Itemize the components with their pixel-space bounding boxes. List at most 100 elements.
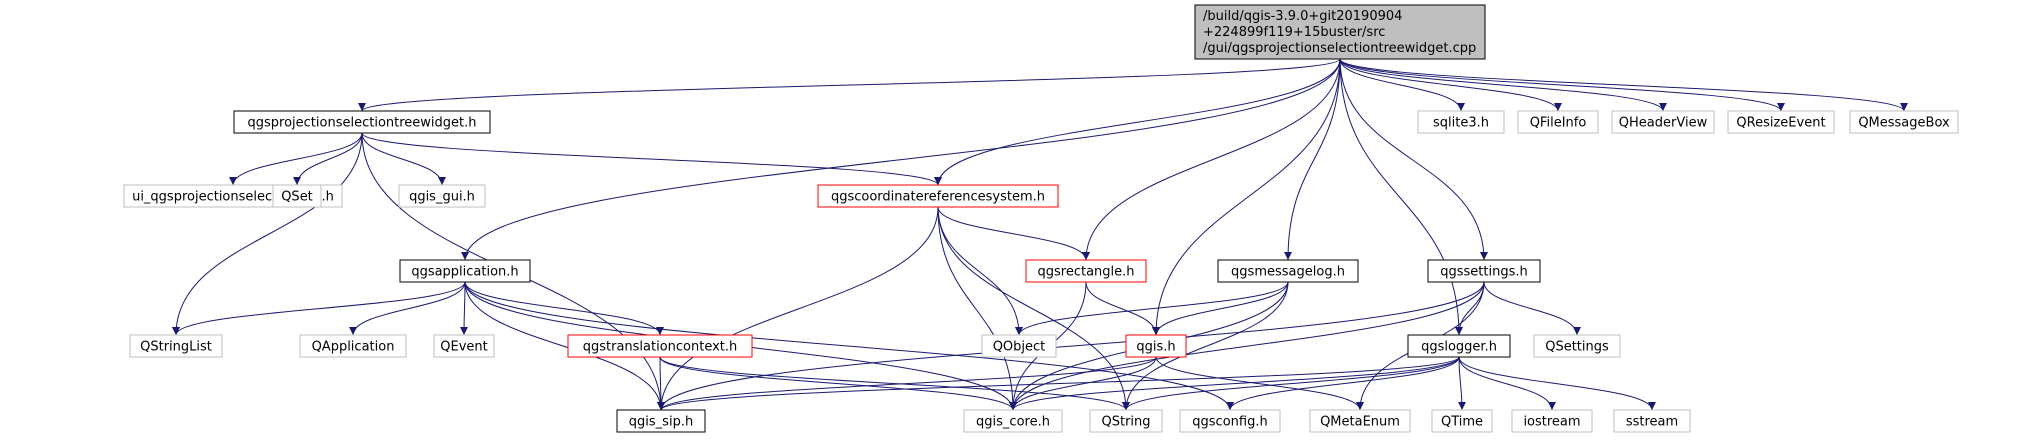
node-treewidget-h[interactable]: qgsprojectionselectiontreewidget.h bbox=[233, 110, 491, 134]
edge-qgslogger-h-to-sstream bbox=[1458, 356, 1656, 411]
node-qgssettings-h[interactable]: qgssettings.h bbox=[1427, 259, 1541, 283]
edge-qgis-h-to-qgis-sip-h bbox=[657, 356, 1157, 411]
node-qstringlist[interactable]: QStringList bbox=[129, 334, 223, 358]
node-label: qgis_sip.h bbox=[629, 415, 693, 430]
node-box bbox=[398, 184, 486, 208]
edge-qgsapplication-h-to-qapplication bbox=[349, 281, 466, 336]
node-qfileinfo[interactable]: QFileInfo bbox=[1517, 110, 1599, 134]
node-qgsapplication-h[interactable]: qgsapplication.h bbox=[399, 259, 531, 283]
node-box bbox=[129, 334, 223, 358]
node-label: QApplication bbox=[312, 340, 395, 355]
edge-root-to-qgslogger-h bbox=[1339, 58, 1463, 336]
edge-root-to-qfileinfo bbox=[1339, 58, 1562, 112]
node-qgis-h[interactable]: qgis.h bbox=[1125, 334, 1187, 358]
root-node-box bbox=[1194, 4, 1486, 60]
node-box bbox=[1217, 259, 1359, 283]
root-node-line-1: /build/qgis-3.9.0+git20190904 bbox=[1203, 9, 1402, 24]
node-label: qgsprojectionselectiontreewidget.h bbox=[248, 116, 477, 131]
edge-crs-h-to-qstring bbox=[937, 206, 1130, 411]
node-qgsmessagelog-h[interactable]: qgsmessagelog.h bbox=[1217, 259, 1359, 283]
edge-qgsapplication-h-to-qgsconfig-h bbox=[464, 281, 1234, 411]
root-node[interactable]: /build/qgis-3.9.0+git20190904 +224899f11… bbox=[1194, 4, 1486, 60]
nodes-layer: /build/qgis-3.9.0+git20190904 +224899f11… bbox=[123, 4, 1959, 433]
edge-qgslogger-h-to-iostream bbox=[1458, 356, 1556, 411]
node-qheaderview[interactable]: QHeaderView bbox=[1611, 110, 1715, 134]
node-qgsrectangle-h[interactable]: qgsrectangle.h bbox=[1025, 259, 1147, 283]
node-sqlite3-h[interactable]: sqlite3.h bbox=[1417, 110, 1505, 134]
node-box bbox=[233, 110, 491, 134]
edge-crs-h-to-qgis-sip-h bbox=[657, 206, 939, 411]
node-qgstranslationcontext-h[interactable]: qgstranslationcontext.h bbox=[567, 334, 753, 358]
node-qresizeevent[interactable]: QResizeEvent bbox=[1727, 110, 1835, 134]
edge-qgslogger-h-to-qtime bbox=[1457, 356, 1466, 411]
node-label: sqlite3.h bbox=[1433, 116, 1489, 131]
node-qgis-sip-h[interactable]: qgis_sip.h bbox=[616, 409, 706, 433]
edge-qgssettings-h-to-qgslogger-h bbox=[1455, 281, 1485, 336]
node-label: QResizeEvent bbox=[1736, 116, 1825, 131]
node-crs-h[interactable]: qgscoordinatereferencesystem.h bbox=[817, 184, 1059, 208]
node-qmetaenum[interactable]: QMetaEnum bbox=[1309, 409, 1411, 433]
node-label: qgsrectangle.h bbox=[1037, 265, 1134, 280]
node-box bbox=[399, 259, 531, 283]
edge-qgssettings-h-to-qgis-core-h bbox=[1009, 281, 1485, 411]
node-qgsconfig-h[interactable]: qgsconfig.h bbox=[1179, 409, 1281, 433]
edge-root-to-qheaderview bbox=[1339, 58, 1667, 112]
node-label: qgstranslationcontext.h bbox=[583, 340, 738, 355]
node-label: qgsapplication.h bbox=[411, 265, 518, 280]
node-box bbox=[1611, 110, 1715, 134]
edge-qgsapplication-h-to-qgis-sip-h bbox=[464, 281, 665, 411]
node-qapplication[interactable]: QApplication bbox=[299, 334, 407, 358]
node-label: QFileInfo bbox=[1530, 116, 1587, 131]
node-qtime[interactable]: QTime bbox=[1431, 409, 1493, 433]
edge-qgsapplication-h-to-qgstranslationcontext-h bbox=[464, 281, 664, 336]
node-qstring[interactable]: QString bbox=[1089, 409, 1163, 433]
node-qmessagebox[interactable]: QMessageBox bbox=[1849, 110, 1959, 134]
edge-qgsapplication-h-to-qevent bbox=[460, 281, 469, 336]
node-box bbox=[1417, 110, 1505, 134]
node-label: iostream bbox=[1523, 415, 1580, 430]
edge-root-to-sqlite3-h bbox=[1339, 58, 1465, 112]
node-qset[interactable]: QSet bbox=[272, 184, 322, 208]
node-qobject[interactable]: QObject bbox=[981, 334, 1057, 358]
node-box bbox=[963, 409, 1063, 433]
node-box bbox=[272, 184, 322, 208]
node-label: qgsmessagelog.h bbox=[1231, 265, 1345, 280]
node-qgis-core-h[interactable]: qgis_core.h bbox=[963, 409, 1063, 433]
node-iostream[interactable]: iostream bbox=[1511, 409, 1593, 433]
edge-root-to-qgsapplication-h bbox=[461, 58, 1341, 261]
node-label: QMetaEnum bbox=[1320, 415, 1400, 430]
edge-treewidget-h-to-ui-base-h bbox=[229, 132, 363, 186]
node-qgis-gui-h[interactable]: qgis_gui.h bbox=[398, 184, 486, 208]
edge-treewidget-h-to-crs-h bbox=[361, 132, 942, 186]
node-box bbox=[1407, 334, 1511, 358]
node-box bbox=[1025, 259, 1147, 283]
node-box bbox=[1613, 409, 1691, 433]
root-node-line-2: +224899f119+15buster/src bbox=[1203, 25, 1385, 40]
node-label: qgis.h bbox=[1136, 340, 1175, 355]
edge-qgslogger-h-to-qgis-sip-h bbox=[657, 356, 1460, 411]
node-box bbox=[1179, 409, 1281, 433]
node-label: qgslogger.h bbox=[1421, 340, 1497, 355]
node-qgslogger-h[interactable]: qgslogger.h bbox=[1407, 334, 1511, 358]
node-label: QStringList bbox=[140, 340, 212, 355]
edge-root-to-qmessagebox bbox=[1339, 58, 1908, 112]
node-box bbox=[616, 409, 706, 433]
edge-qgsmessagelog-h-to-qstring bbox=[1122, 281, 1289, 411]
node-label: QHeaderView bbox=[1619, 116, 1708, 131]
edge-crs-h-to-qobject bbox=[937, 206, 1023, 336]
node-box bbox=[1849, 110, 1959, 134]
node-box bbox=[817, 184, 1059, 208]
node-box bbox=[1431, 409, 1493, 433]
edge-root-to-qgsrectangle-h bbox=[1082, 58, 1341, 261]
node-qevent[interactable]: QEvent bbox=[433, 334, 495, 358]
edge-root-to-qresizeevent bbox=[1339, 58, 1785, 112]
node-label: qgsconfig.h bbox=[1192, 415, 1267, 430]
edge-root-to-qgssettings-h bbox=[1339, 58, 1488, 261]
edge-crs-h-to-qgis-core-h bbox=[937, 206, 1017, 411]
node-sstream[interactable]: sstream bbox=[1613, 409, 1691, 433]
node-box bbox=[567, 334, 753, 358]
node-qsettings[interactable]: QSettings bbox=[1533, 334, 1621, 358]
node-box bbox=[1517, 110, 1599, 134]
node-label: qgis_gui.h bbox=[409, 190, 475, 205]
